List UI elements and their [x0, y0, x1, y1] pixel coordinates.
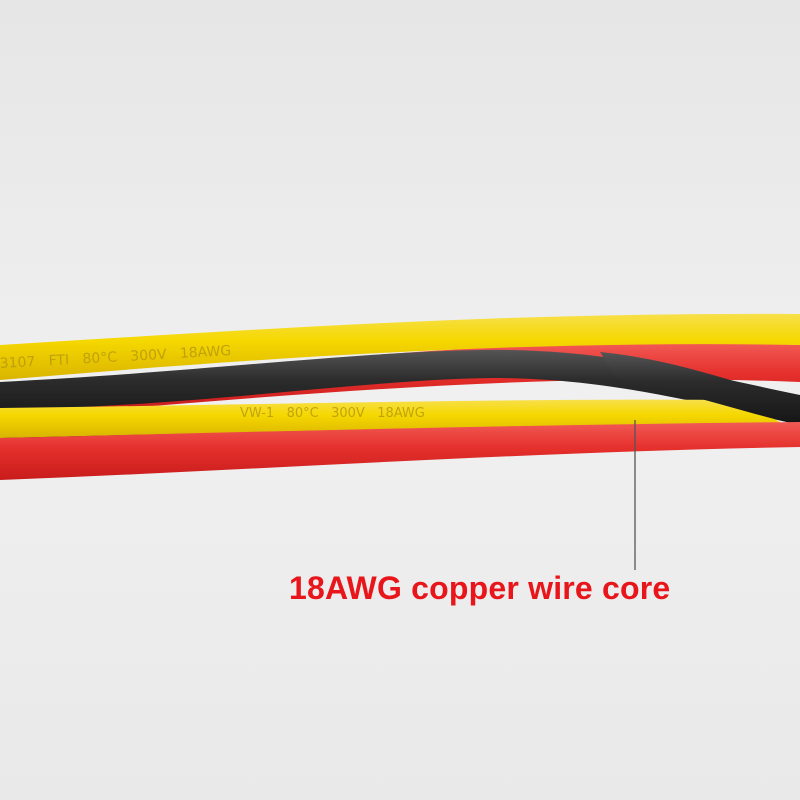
red-wire-front	[0, 422, 800, 480]
lower-wire-marking: VW-1 80°C 300V 18AWG	[240, 406, 425, 421]
caption-label: 18AWG copper wire core	[289, 570, 671, 606]
black-wire	[0, 349, 800, 425]
black-wire-crossing	[600, 352, 800, 425]
yellow-wire-upper	[0, 313, 800, 380]
yellow-wire-lower	[0, 399, 785, 438]
